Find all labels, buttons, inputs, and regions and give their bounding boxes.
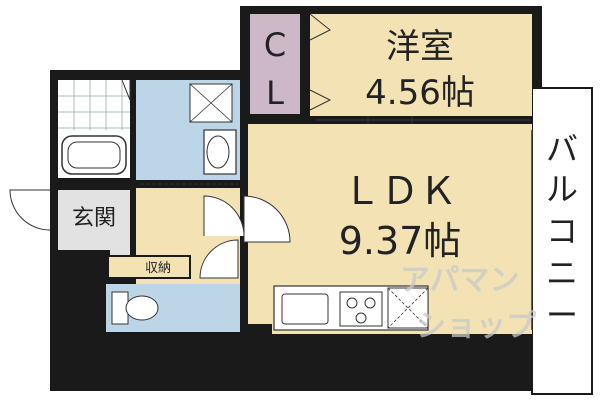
ldk-name: ＬＤＫ bbox=[343, 169, 457, 213]
stove-icon bbox=[339, 291, 383, 327]
balcony-area bbox=[531, 87, 593, 395]
toilet-bowl-icon bbox=[125, 295, 159, 321]
kitchen-sink-icon bbox=[281, 293, 329, 325]
entrance-door-swing bbox=[9, 189, 51, 231]
balcony-label: バ ル コ ニ ー bbox=[546, 130, 578, 334]
bathroom-tile-grid bbox=[58, 80, 130, 130]
entrance-area bbox=[58, 190, 130, 250]
balcony-label-char: ー bbox=[546, 296, 578, 334]
wall-segment bbox=[50, 70, 250, 80]
entrance-step bbox=[110, 250, 130, 258]
toilet-door-swing bbox=[199, 239, 239, 279]
bathtub-inner bbox=[67, 141, 121, 169]
storage-label: 収納 bbox=[145, 261, 171, 276]
washroom-door-swing bbox=[203, 195, 245, 237]
closet-label-c: C bbox=[264, 26, 286, 64]
watermark-line1: アパマン bbox=[400, 263, 519, 298]
wall-segment bbox=[240, 6, 250, 70]
western-room-area bbox=[310, 14, 532, 116]
ldk-size: 9.37帖 bbox=[339, 219, 462, 263]
storage-area bbox=[107, 255, 191, 279]
exterior-notch bbox=[40, 0, 240, 70]
watermark-line2: ショップ bbox=[416, 309, 537, 344]
bathroom-door-swing bbox=[121, 79, 131, 101]
ldk-door-swing bbox=[243, 195, 291, 243]
closet-door-swing bbox=[309, 13, 331, 41]
balcony-label-char: コ bbox=[546, 212, 578, 250]
closet-area bbox=[250, 14, 300, 114]
closet-label-l: L bbox=[266, 74, 284, 112]
western-room-size: 4.56帖 bbox=[365, 73, 475, 113]
western-room-name: 洋室 bbox=[386, 27, 454, 67]
balcony-label-char: バ bbox=[546, 130, 578, 168]
washbasin-bowl bbox=[206, 135, 230, 169]
balcony-label-char: ニ bbox=[546, 254, 578, 292]
closet-door-swing bbox=[309, 89, 332, 111]
entrance-label: 玄関 bbox=[72, 206, 116, 231]
balcony-label-char: ル bbox=[546, 170, 578, 208]
